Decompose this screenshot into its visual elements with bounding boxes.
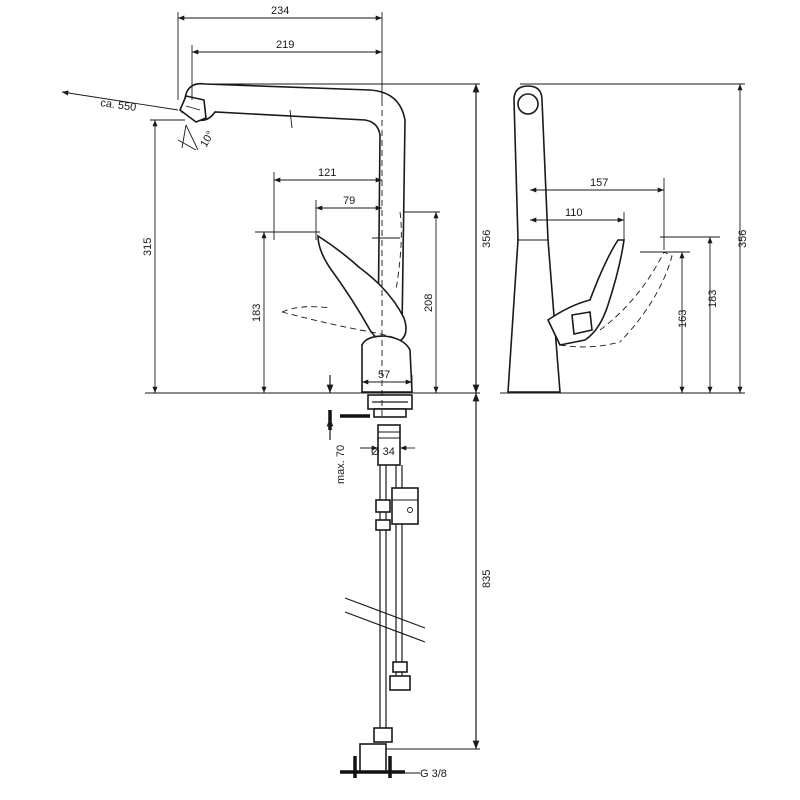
dim-10deg: 10° xyxy=(198,129,217,149)
faucet-front-view xyxy=(179,82,426,778)
dim-110: 110 xyxy=(565,207,583,219)
reference-lines xyxy=(145,83,745,750)
dim-121: 121 xyxy=(318,167,336,179)
dim-234: 234 xyxy=(271,5,289,17)
dim-315: 315 xyxy=(142,238,154,256)
dim-g38: G 3/8 xyxy=(420,768,447,780)
faucet-side-view xyxy=(507,85,673,393)
dim-356-side: 356 xyxy=(737,230,749,248)
dim-max70: max. 70 xyxy=(335,445,347,484)
dim-79: 79 xyxy=(343,195,355,207)
dim-183-side: 183 xyxy=(707,290,719,308)
dim-57: 57 xyxy=(378,369,390,381)
dim-835: 835 xyxy=(481,570,493,588)
dim-208: 208 xyxy=(423,294,435,312)
dimension-lines xyxy=(61,12,743,774)
dim-356-front: 356 xyxy=(481,230,493,248)
dim-d34: Ø 34 xyxy=(371,446,395,458)
dim-157: 157 xyxy=(590,177,608,189)
dim-ca550: ca. 550 xyxy=(100,97,137,114)
dimension-labels: 234 219 ca. 550 10° 121 79 315 183 208 3… xyxy=(100,5,749,780)
dim-219: 219 xyxy=(276,39,294,51)
dim-163: 163 xyxy=(677,310,689,328)
dim-183-front: 183 xyxy=(251,304,263,322)
